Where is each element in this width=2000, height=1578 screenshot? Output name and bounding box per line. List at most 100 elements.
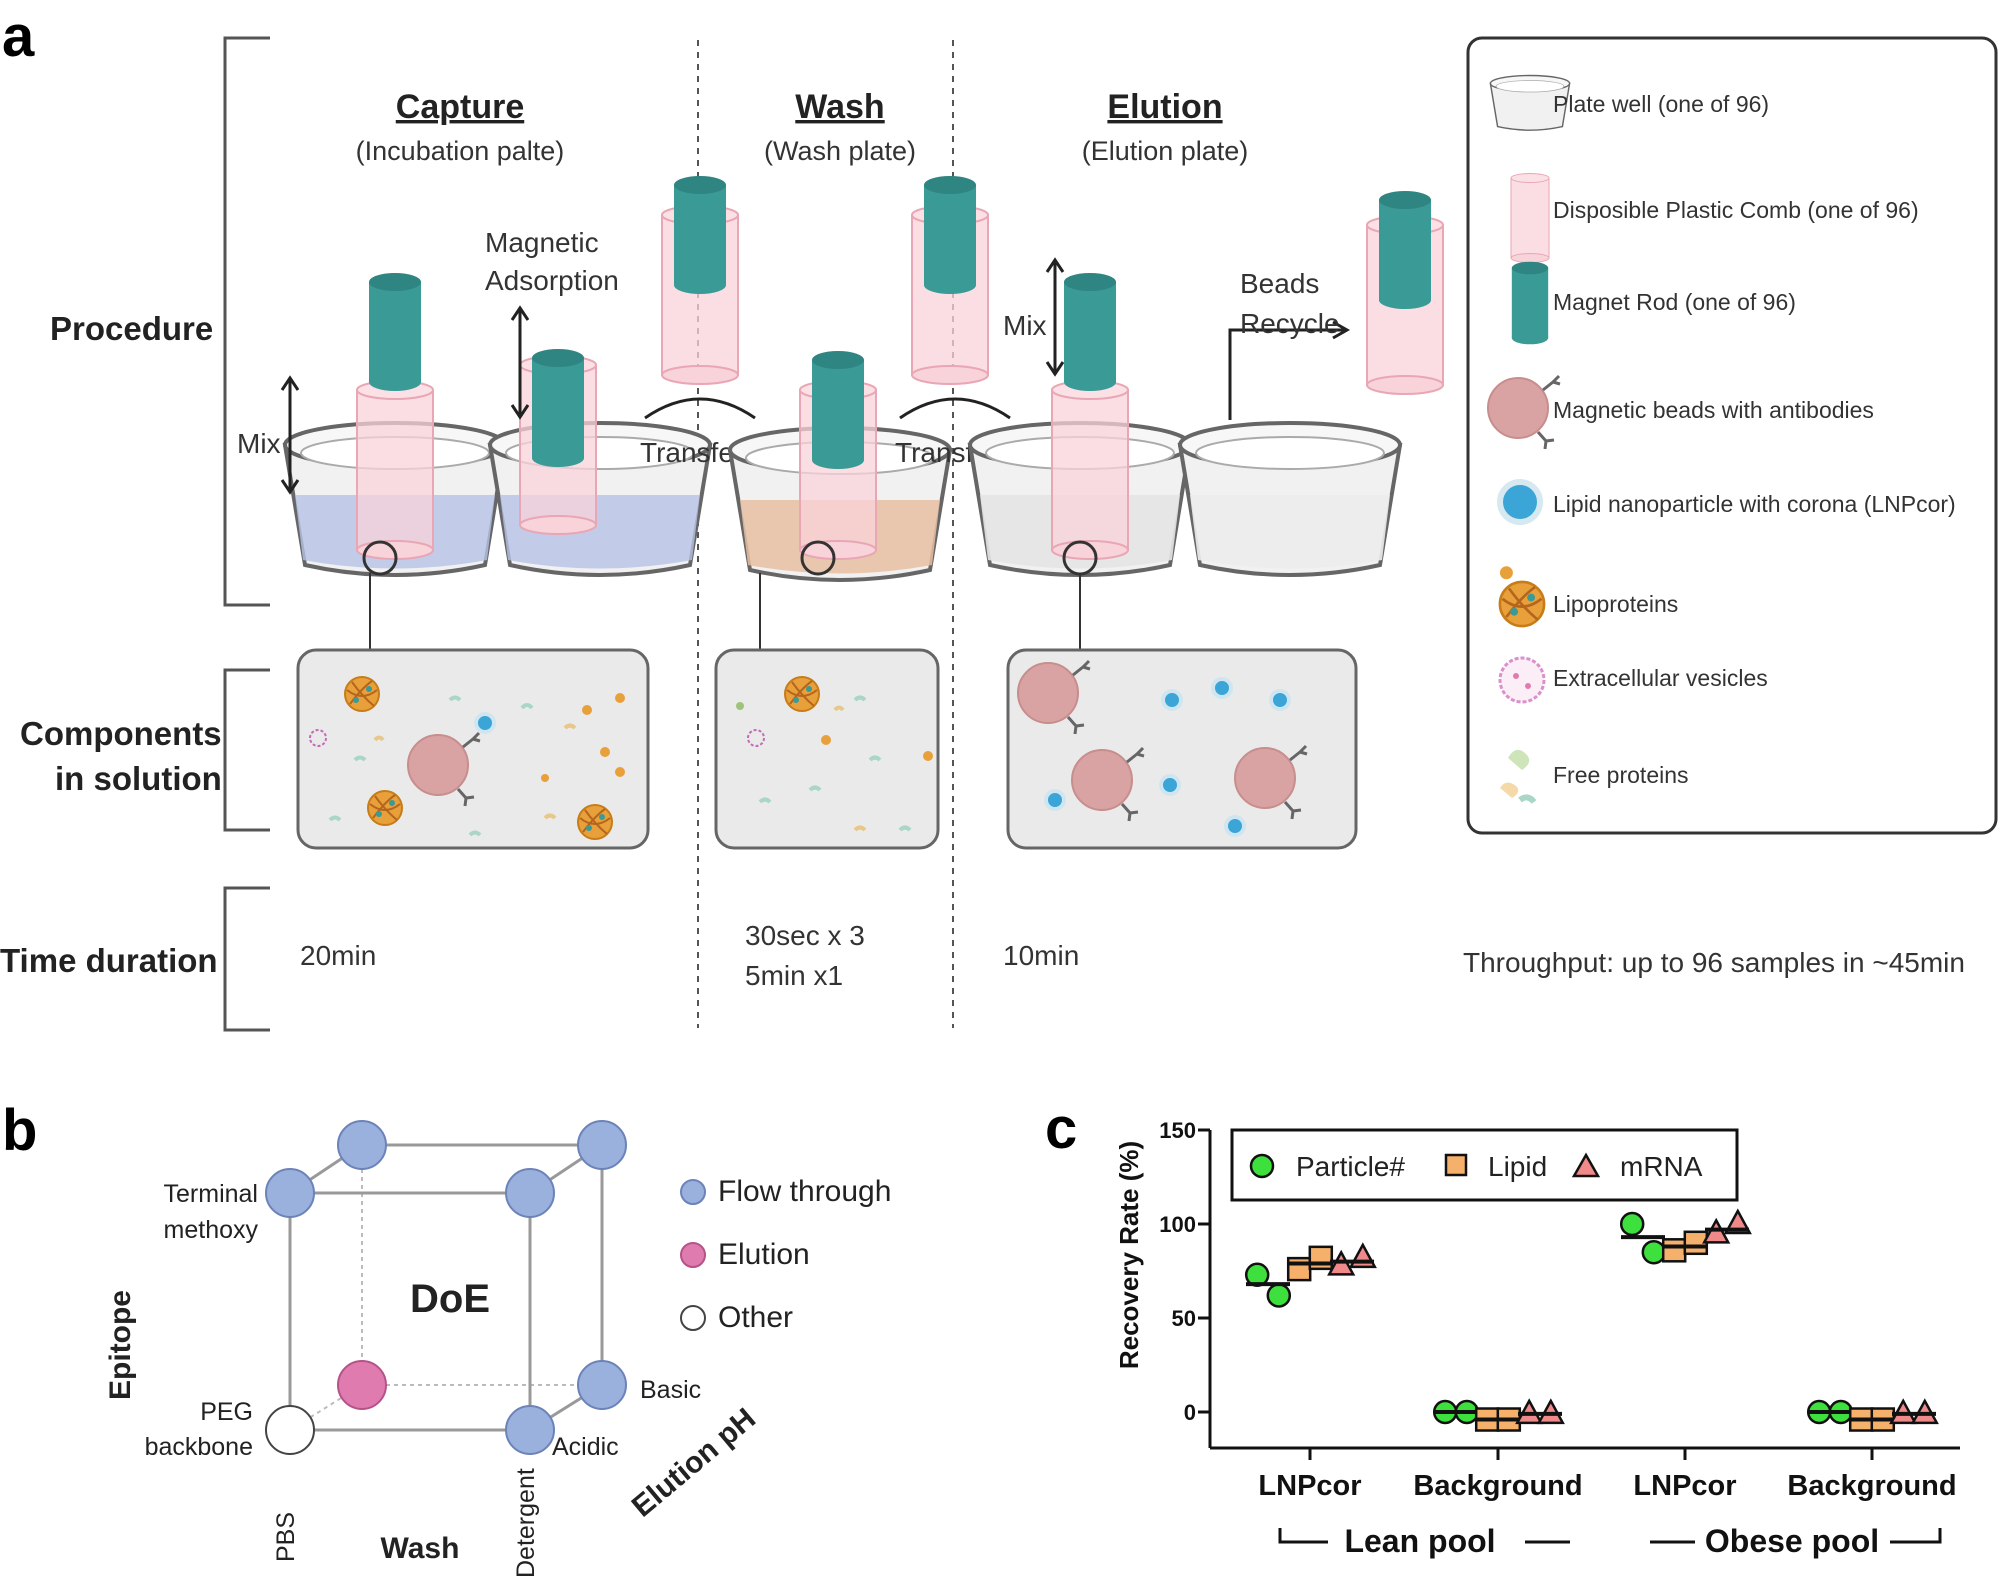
label-terminal-1: Terminal <box>164 1180 258 1208</box>
legend-marker-mrna <box>1571 1152 1601 1178</box>
doe-node <box>265 1168 315 1218</box>
stage-subtitle-elution: (Elution plate) <box>1082 136 1249 166</box>
stage-subtitle-wash: (Wash plate) <box>764 136 916 166</box>
beads-recycle-arrow <box>1228 320 1351 420</box>
axis-label-epitope: Epitope <box>104 1290 137 1400</box>
panel-b-letter: b <box>2 1098 37 1163</box>
duration-wash-2: 5min x1 <box>745 960 843 991</box>
beads-recycle-label-2: Recycle <box>1240 308 1340 339</box>
doe-node-elution <box>337 1360 387 1410</box>
category-label-obese-background: Background <box>1787 1470 1956 1502</box>
panel-b: b DoE Terminal methoxy PEG b <box>2 1098 891 1578</box>
stage-subtitle-capture: (Incubation palte) <box>356 136 565 166</box>
panel-c: c Recovery Rate (%) 150 100 50 0 LNPcor … <box>1045 1096 1960 1559</box>
group-bracket-lean <box>1278 1528 1570 1544</box>
doe-legend: Flow through Elution Other <box>680 1175 891 1334</box>
doe-node <box>337 1120 387 1170</box>
label-peg-2: backbone <box>145 1433 253 1461</box>
legend-dot-other <box>680 1305 706 1331</box>
label-terminal-2: methoxy <box>164 1216 259 1244</box>
category-label-lean-background: Background <box>1413 1470 1582 1502</box>
data-point-mrna <box>1723 1208 1752 1235</box>
axis-label-wash: Wash <box>381 1532 460 1565</box>
y-tick-label: 100 <box>1159 1212 1196 1237</box>
label-peg-1: PEG <box>200 1398 253 1426</box>
legend-label-flow-through: Flow through <box>718 1175 891 1208</box>
mix-arrow-capture <box>280 375 300 495</box>
group-label-obese: Obese pool <box>1705 1523 1879 1559</box>
transfer-rod-1 <box>661 176 739 385</box>
elution-well-mix <box>968 273 1192 650</box>
label-basic: Basic <box>640 1376 701 1404</box>
capture-well-adsorption <box>488 349 712 577</box>
plastic-comb-icon <box>1510 173 1550 263</box>
data-point-lipid <box>1286 1256 1312 1282</box>
chart-tick-labels: 150 100 50 0 <box>1159 1118 1196 1425</box>
chart-legend-box <box>1230 1128 1739 1202</box>
group-label-lean: Lean pool <box>1344 1523 1495 1559</box>
chart-legend: Particle# Lipid mRNA <box>1230 1128 1739 1202</box>
legend-label-magnet-rod: Magnet Rod (one of 96) <box>1553 289 1796 315</box>
category-label-lean-lnpcor: LNPcor <box>1258 1470 1361 1502</box>
components-bracket <box>223 668 270 832</box>
legend-label-mrna: mRNA <box>1620 1151 1703 1182</box>
y-tick-label: 150 <box>1159 1118 1196 1143</box>
y-tick-label: 0 <box>1184 1400 1196 1425</box>
legend-label-other: Other <box>718 1301 793 1334</box>
y-axis-label: Recovery Rate (%) <box>1114 1141 1144 1369</box>
panel-a: a Procedure Components in solution Time … <box>0 4 1998 1032</box>
procedure-bracket <box>223 36 270 607</box>
doe-node <box>505 1405 555 1455</box>
legend-label-magnetic-beads: Magnetic beads with antibodies <box>1553 397 1874 423</box>
legend-label-lnp: Lipid nanoparticle with corona (LNPcor) <box>1553 491 1956 517</box>
category-labels: LNPcor Background LNPcor Background <box>1258 1470 1956 1502</box>
legend-label-plastic-comb: Disposible Plastic Comb (one of 96) <box>1553 197 1919 223</box>
data-point-particle <box>1266 1283 1292 1308</box>
transfer-rod-2 <box>911 176 989 385</box>
lnp-icon <box>1497 479 1543 525</box>
doe-node-other <box>265 1405 315 1455</box>
label-detergent: Detergent <box>512 1468 540 1578</box>
procedure-legend: Plate well (one of 96) Disposible Plasti… <box>1466 36 1998 835</box>
axis-label-elution-ph: Elution pH <box>626 1402 762 1524</box>
components-box-elution <box>1006 648 1358 850</box>
transfer-arrow-2 <box>899 397 1011 420</box>
recycled-rod <box>1366 191 1444 395</box>
time-bracket <box>223 886 270 1032</box>
label-acidic: Acidic <box>552 1433 619 1461</box>
transfer-arrow-1 <box>644 397 756 420</box>
magnetic-adsorption-label-2: Adsorption <box>485 265 619 296</box>
row-label-components-2: in solution <box>55 760 222 797</box>
vesicle-icon <box>1498 656 1546 704</box>
magnet-rod-icon <box>1511 261 1549 345</box>
legend-label-plate-well: Plate well (one of 96) <box>1553 91 1769 117</box>
mix-label-elution: Mix <box>1003 310 1047 341</box>
legend-label-free-proteins: Free proteins <box>1553 762 1689 788</box>
legend-label-lipoproteins: Lipoproteins <box>1553 591 1678 617</box>
duration-elution: 10min <box>1003 940 1079 971</box>
mix-arrow-elution <box>1045 257 1065 377</box>
elution-well-empty <box>1178 421 1402 577</box>
capture-well-mix <box>283 273 507 650</box>
stage-title-wash: Wash <box>795 88 884 126</box>
mix-label-capture: Mix <box>237 428 281 459</box>
free-protein-icon <box>1500 749 1537 804</box>
legend-dot-elution <box>680 1242 706 1268</box>
data-point-lipid <box>1308 1245 1334 1271</box>
wash-well <box>728 351 952 650</box>
doe-node <box>577 1360 627 1410</box>
legend-marker-lipid <box>1444 1153 1468 1177</box>
components-box-wash <box>714 648 940 850</box>
duration-capture: 20min <box>300 940 376 971</box>
adsorption-arrow <box>510 305 530 420</box>
beads-recycle-label-1: Beads <box>1240 268 1319 299</box>
y-tick-label: 50 <box>1172 1306 1196 1331</box>
row-label-procedure: Procedure <box>50 310 213 347</box>
group-labels: Lean pool Obese pool <box>1278 1523 1942 1559</box>
panel-c-letter: c <box>1045 1096 1077 1161</box>
legend-label-lipid: Lipid <box>1488 1151 1547 1182</box>
data-point-lipid <box>1661 1238 1687 1263</box>
group-bracket-obese <box>1650 1528 1942 1544</box>
row-label-time: Time duration <box>0 942 218 979</box>
